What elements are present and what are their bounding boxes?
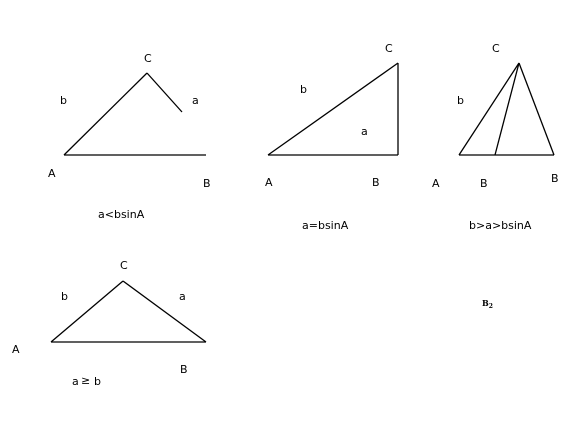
case-caption-right: b [94, 375, 101, 388]
panel-case-right-triangle: C b a A B a=bsinA [265, 42, 399, 232]
side-a-label: a [361, 125, 368, 138]
panel-case-two-triangles: C b A B B b>a>bsinA B2 [432, 42, 559, 310]
side-a-alt-line [494, 62, 520, 156]
panel-case-no-triangle: C b a A B a<bsinA [48, 52, 211, 221]
case-caption-left: a [72, 375, 79, 388]
vertex-a-label: A [48, 167, 56, 180]
vertex-b-label: B [180, 363, 188, 376]
footnote-label: B2 [482, 298, 493, 310]
panel-case-one-triangle: C b a A B a ≥ b [12, 259, 207, 388]
side-b-line [267, 62, 399, 156]
side-a-line [146, 72, 183, 113]
side-b-label: b [300, 83, 307, 96]
footnote-main: B [482, 298, 489, 308]
vertex-a-label: A [265, 176, 273, 189]
vertex-b-label: B [203, 177, 211, 190]
case-caption: b>a>bsinA [469, 219, 532, 232]
side-b-line [63, 72, 148, 156]
case-caption: a=bsinA [302, 219, 349, 232]
vertex-c-label: C [120, 259, 128, 272]
footnote-subscript: 2 [489, 303, 493, 310]
vertex-c-label: C [385, 42, 393, 55]
side-b-label: b [457, 94, 464, 107]
case-caption: a<bsinA [98, 208, 145, 221]
side-b-label: b [60, 94, 67, 107]
side-b-label: b [61, 290, 68, 303]
vertex-c-label: C [144, 52, 152, 65]
side-b-line [50, 280, 124, 343]
vertex-b2-label: B [551, 172, 559, 185]
side-b-line [458, 62, 520, 156]
vertex-c-label: C [492, 42, 500, 55]
side-a-line [122, 280, 207, 343]
vertex-b-label: B [480, 177, 488, 190]
side-a-label: a [192, 94, 199, 107]
side-a-label: a [179, 290, 186, 303]
greater-equal-symbol: ≥ [81, 374, 90, 387]
vertex-a-label: A [12, 343, 20, 356]
vertex-b-label: B [372, 176, 380, 189]
vertex-a-label: A [432, 177, 440, 190]
side-a-line [518, 62, 555, 156]
